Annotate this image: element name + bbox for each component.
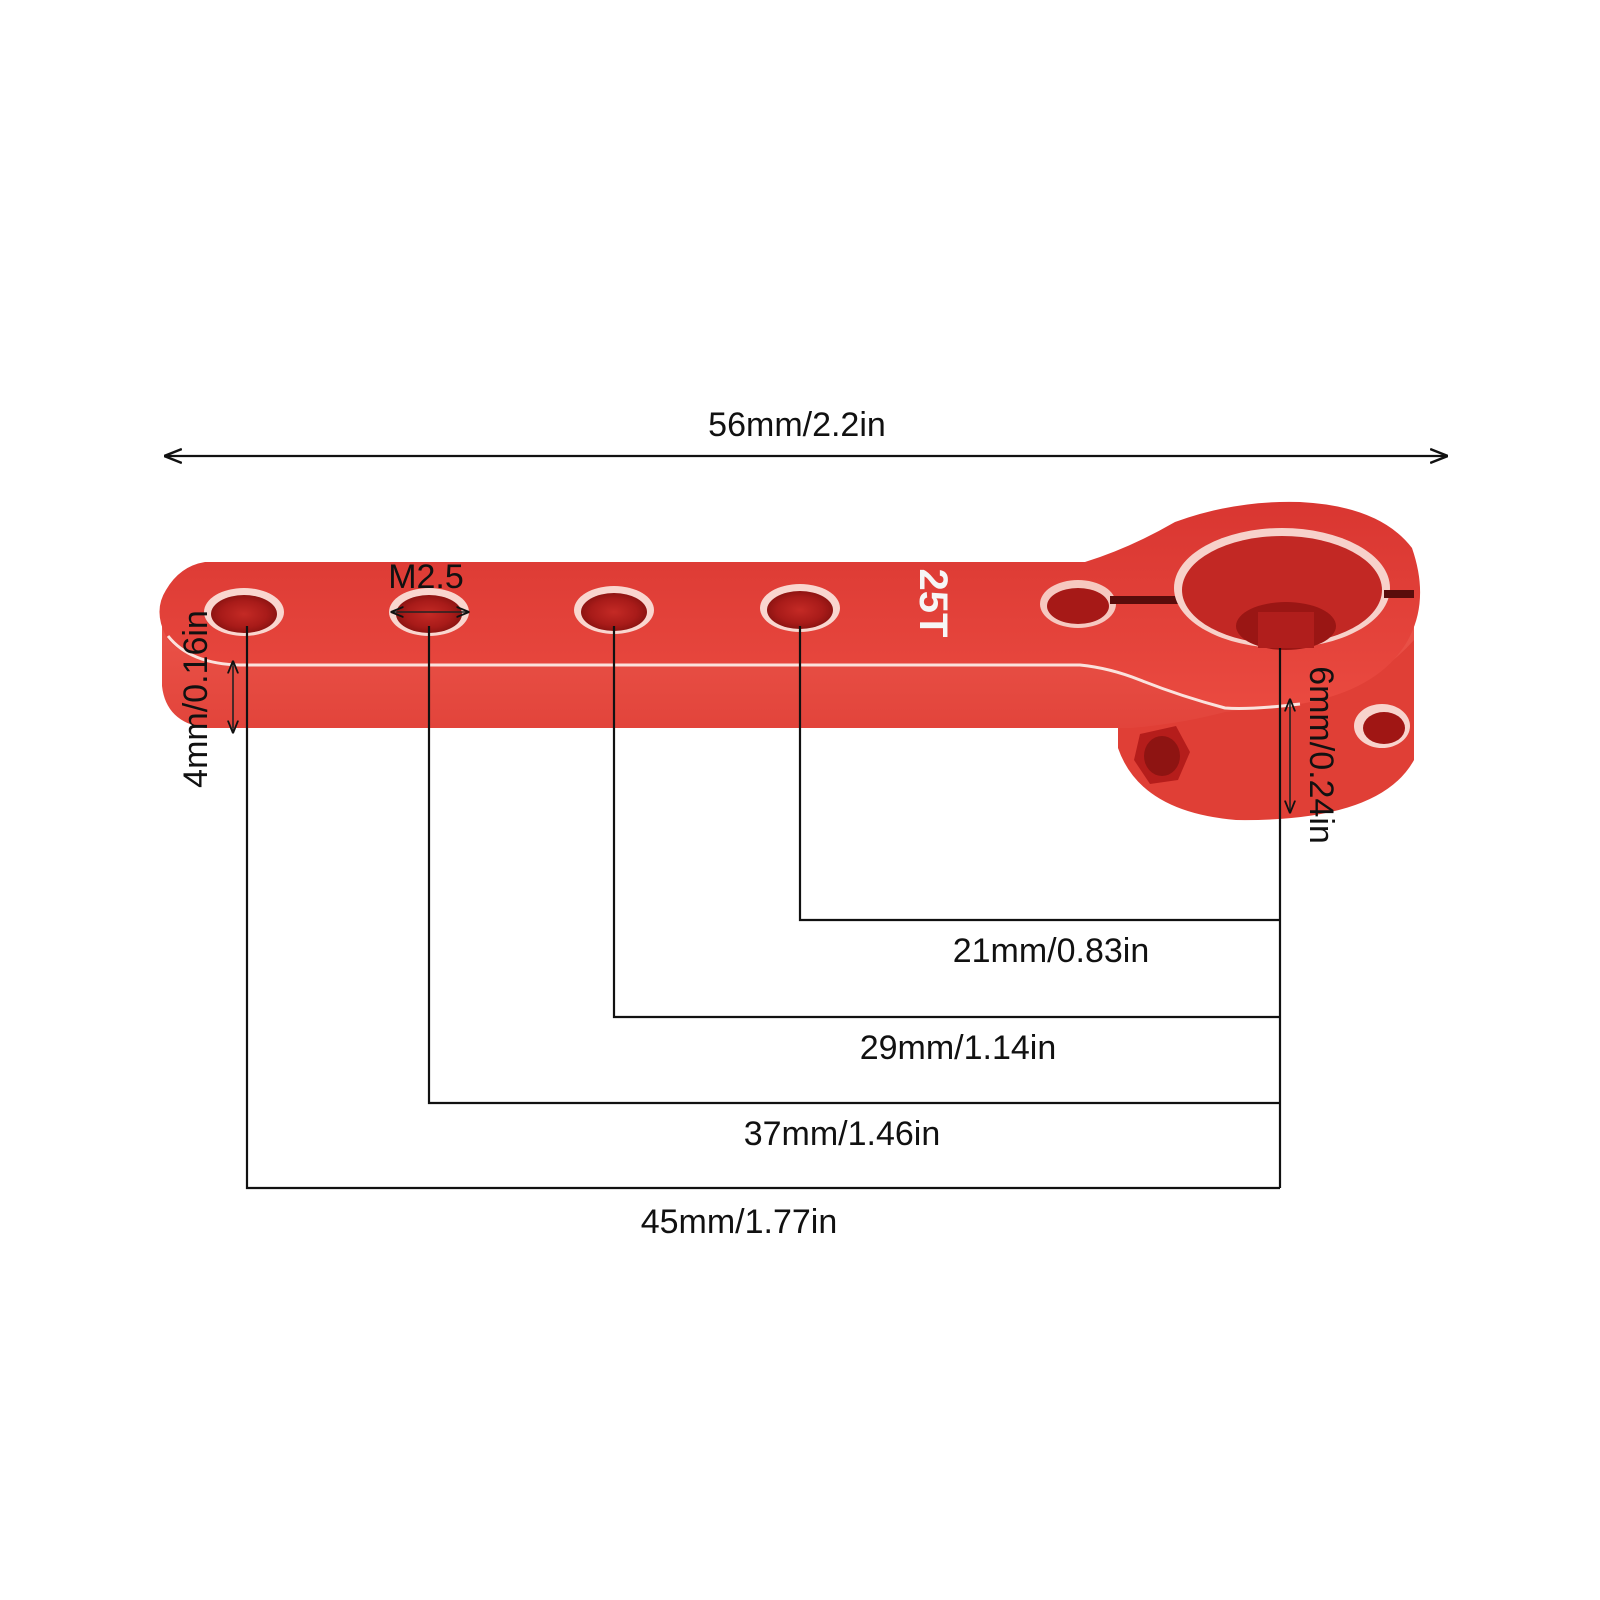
hole-3-dimension: 37mm/1.46in [427, 626, 1280, 1153]
hub-height-label: 6mm/0.24in [1302, 666, 1340, 844]
side-screw-hole [1134, 726, 1190, 784]
arm-edge-highlight [166, 635, 1301, 710]
thickness-dimension: 4mm/0.16in [177, 610, 233, 788]
part-marking-25t: 25T [911, 569, 955, 638]
servo-horn-part: 25T [159, 501, 1421, 821]
hole-4-dimension-label: 45mm/1.77in [641, 1203, 838, 1241]
clamp-slot [1040, 580, 1190, 628]
hole-spacing-dimensions: 21mm/0.83in 29mm/1.14in 37mm/1.46in 45mm… [245, 626, 1282, 1241]
hub-bore [1174, 528, 1414, 650]
mounting-hole-1 [760, 584, 840, 632]
hub-height-dimension: 6mm/0.24in [1290, 666, 1340, 844]
mounting-hole-2 [574, 586, 654, 634]
end-clamp-hole [1354, 704, 1410, 748]
hole-2-dimension-label: 29mm/1.14in [860, 1029, 1057, 1067]
thickness-label: 4mm/0.16in [177, 610, 215, 788]
mounting-hole-4 [204, 588, 284, 636]
hole-4-dimension: 45mm/1.77in [245, 626, 1280, 1241]
hole-1-dimension-label: 21mm/0.83in [953, 932, 1150, 970]
thread-size-label: M2.5 [388, 558, 464, 596]
thread-size-dimension: M2.5 [388, 558, 468, 612]
overall-length-dimension: 56mm/2.2in [166, 406, 1446, 456]
hole-3-dimension-label: 37mm/1.46in [744, 1115, 941, 1153]
hole-2-dimension: 29mm/1.14in [612, 626, 1280, 1067]
hole-1-dimension: 21mm/0.83in [798, 626, 1280, 970]
overall-length-label: 56mm/2.2in [708, 406, 886, 444]
